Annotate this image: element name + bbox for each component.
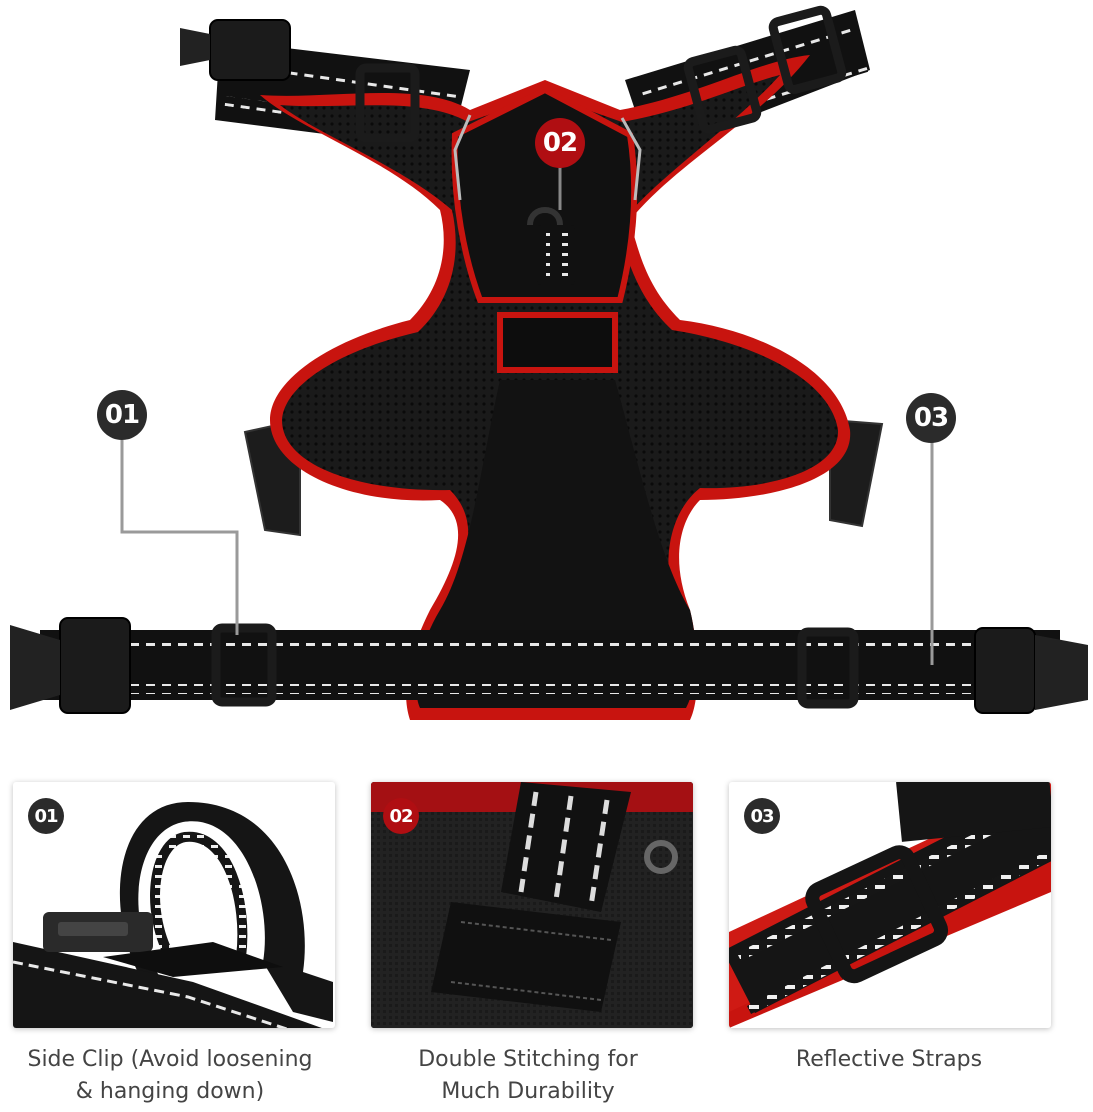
reflective-strap-photo: [729, 782, 1051, 1028]
caption-side-clip-line1: Side Clip (Avoid loosening: [27, 1047, 313, 1072]
panel-badge-01: 01: [28, 798, 64, 834]
panel-badge-03: 03: [744, 798, 780, 834]
callout-badge-01: 01: [97, 390, 147, 440]
side-clip-photo: [13, 802, 333, 1028]
caption-side-clip: Side Clip (Avoid loosening & hanging dow…: [0, 1044, 340, 1108]
callout-badge-03: 03: [906, 393, 956, 443]
callout-badge-02: 02: [535, 118, 585, 168]
caption-reflective: Reflective Straps: [719, 1044, 1059, 1076]
detail-panel-reflective: 03: [729, 782, 1051, 1028]
caption-side-clip-line2: & hanging down): [75, 1079, 265, 1104]
slider-icon: [355, 5, 847, 143]
belly-strap: [40, 630, 1060, 700]
stitching-photo: [371, 782, 693, 1028]
d-ring-icon: [527, 207, 575, 285]
caption-reflective-line1: Reflective Straps: [795, 1047, 983, 1072]
caption-stitching: Double Stitching for Much Durability: [358, 1044, 698, 1108]
caption-stitching-line2: Much Durability: [441, 1079, 615, 1104]
harness-illustration: [10, 5, 1088, 720]
detail-panel-side-clip: 01: [13, 782, 335, 1028]
buckle-icon: [180, 19, 291, 81]
detail-panel-stitching: 02: [371, 782, 693, 1028]
buckle-icon: [10, 617, 1088, 714]
caption-stitching-line1: Double Stitching for: [418, 1047, 638, 1072]
slider-icon: [211, 623, 859, 709]
panel-badge-02: 02: [383, 798, 419, 834]
